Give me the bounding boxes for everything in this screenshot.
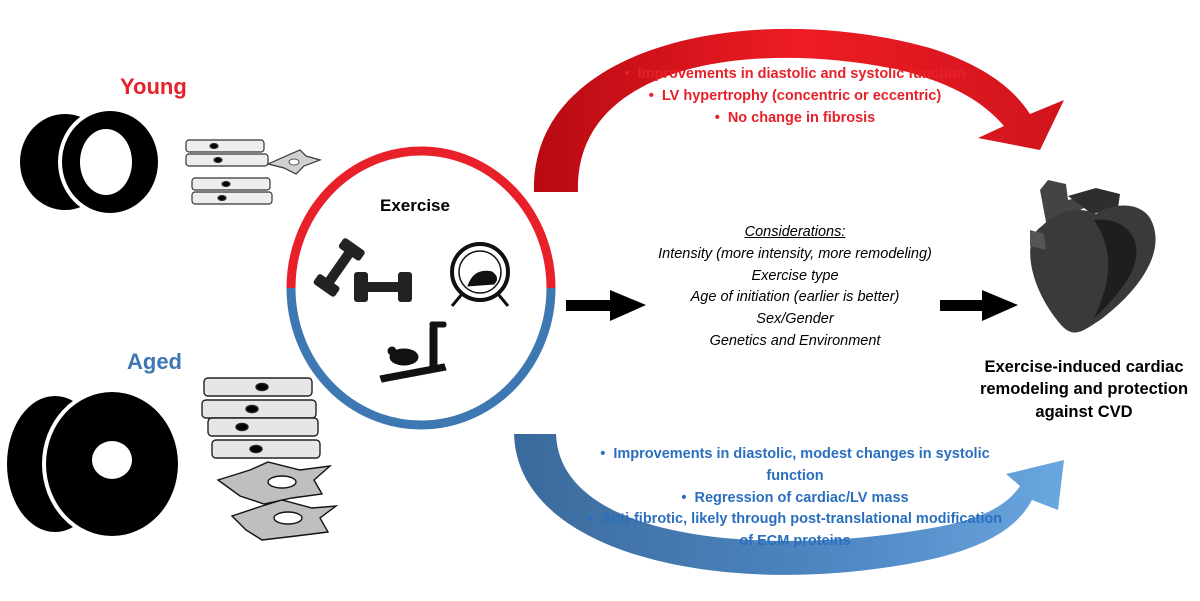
treadmill-mouse-icon xyxy=(379,321,447,383)
dumbbell-icon xyxy=(313,238,412,302)
aged-effect-item: Anti-fibrotic, likely through post-trans… xyxy=(580,509,1010,553)
aged-cardiomyocytes-icon xyxy=(201,377,321,459)
aged-effect-item: Regression of cardiac/LV mass xyxy=(580,488,1010,510)
running-wheel-icon xyxy=(450,242,510,307)
young-effect-item: LV hypertrophy (concentric or eccentric) xyxy=(590,86,1000,108)
young-effect-item: No change in fibrosis xyxy=(590,108,1000,130)
young-cardiomyocytes-icon xyxy=(185,139,273,205)
outcome-label: Exercise-induced cardiac remodeling and … xyxy=(979,358,1189,421)
considerations-title: Considerations: xyxy=(744,224,846,240)
consideration-item: Genetics and Environment xyxy=(709,332,881,349)
exercise-label: Exercise xyxy=(380,196,450,215)
considerations-to-outcome-arrow xyxy=(940,290,1018,321)
exercise-to-considerations-arrow xyxy=(566,290,646,321)
consideration-item: Exercise type xyxy=(751,267,839,284)
young-fibroblast-icon xyxy=(266,149,322,175)
consideration-item: Sex/Gender xyxy=(756,311,834,327)
aged-effects-list: Improvements in diastolic, modest change… xyxy=(580,444,1010,553)
young-heart-ring-icon xyxy=(20,107,162,217)
aged-effect-item: Improvements in diastolic, modest change… xyxy=(580,444,1010,488)
consideration-item: Age of initiation (earlier is better) xyxy=(690,289,900,306)
young-effect-item: Improvements in diastolic and systolic f… xyxy=(590,64,1000,86)
aged-fibroblast-icon xyxy=(216,461,339,541)
young-label: Young xyxy=(120,74,187,99)
consideration-item: Intensity (more intensity, more remodeli… xyxy=(658,245,932,262)
heart-icon xyxy=(1030,180,1156,333)
young-effects-list: Improvements in diastolic and systolic f… xyxy=(590,64,1000,129)
considerations-block: Considerations: Intensity (more intensit… xyxy=(600,222,990,353)
aged-heart-ring-icon xyxy=(7,388,182,540)
aged-label: Aged xyxy=(127,349,182,374)
